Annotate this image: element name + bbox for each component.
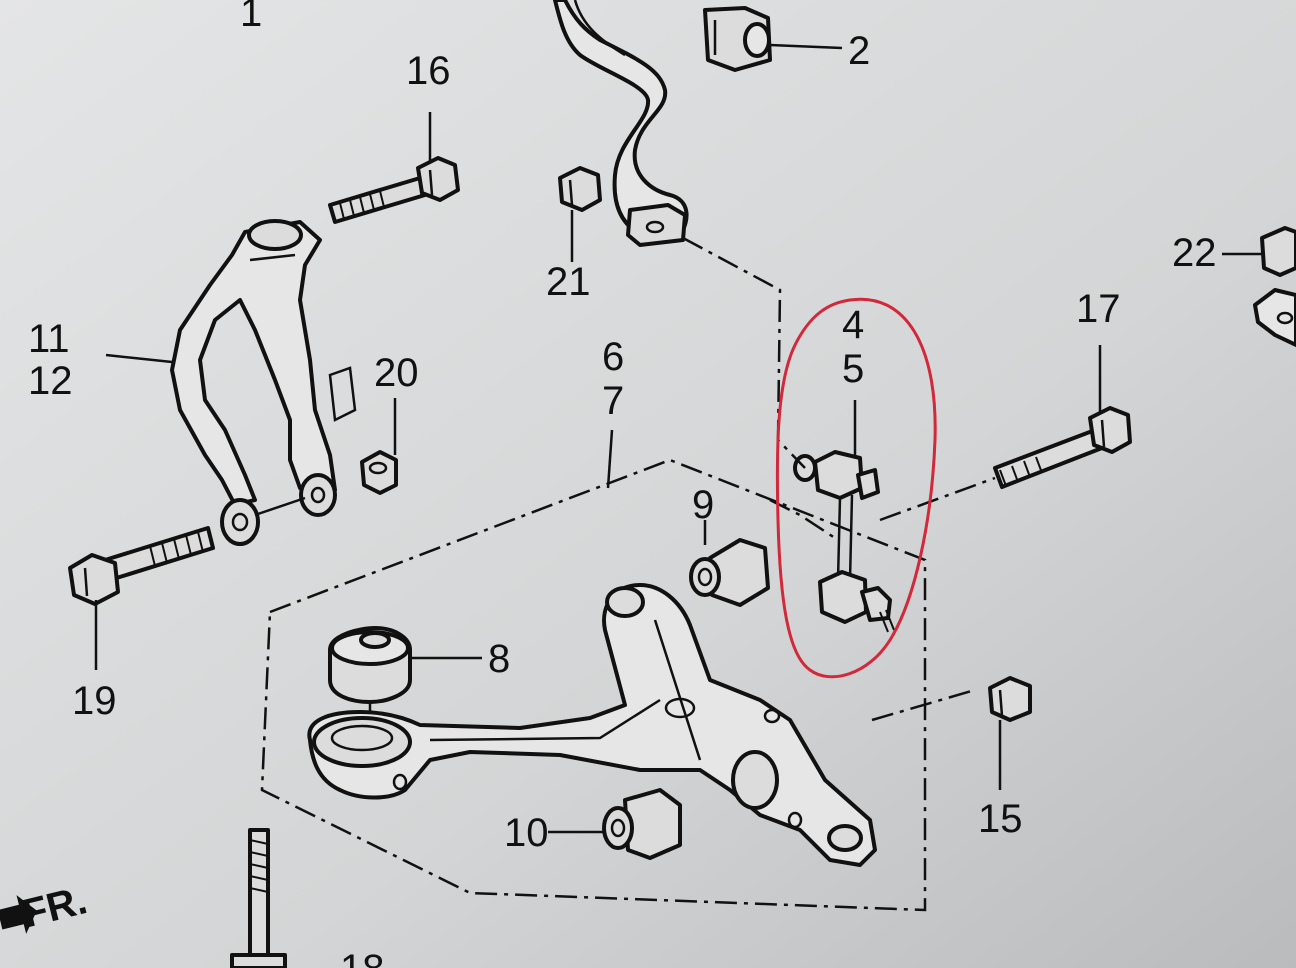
bracket-22	[1253, 226, 1296, 347]
bolt-16	[328, 156, 460, 224]
label-7: 7	[602, 379, 624, 423]
highlight-circle	[775, 297, 937, 679]
fork-11-12	[170, 219, 357, 546]
label-20: 20	[374, 351, 419, 395]
label-9: 9	[692, 483, 714, 527]
assembly-outline	[260, 458, 927, 912]
leader-lines	[94, 43, 1262, 834]
label-10: 10	[504, 811, 549, 855]
bolt-18	[230, 828, 287, 968]
label-8: 8	[488, 637, 510, 681]
label-5: 5	[842, 347, 864, 391]
label-17: 17	[1076, 287, 1121, 331]
bushing-8	[328, 626, 412, 704]
stabilizer-link-4-5	[793, 450, 895, 633]
label-12: 12	[28, 359, 73, 403]
label-16: 16	[406, 49, 451, 93]
nut-21	[558, 166, 602, 212]
bolt-17	[993, 406, 1132, 489]
label-18: 18	[340, 947, 385, 968]
bushing-9	[689, 538, 770, 607]
label-6: 6	[602, 335, 624, 379]
nut-15	[988, 676, 1032, 722]
lower-arm-6-7	[307, 583, 877, 867]
bushing-10	[602, 788, 682, 860]
label-2: 2	[848, 29, 870, 73]
label-1: 1	[240, 0, 262, 35]
stabilizer-bushing	[703, 6, 772, 72]
label-19: 19	[72, 679, 117, 723]
label-4: 4	[842, 303, 864, 347]
label-21: 21	[546, 260, 591, 304]
label-15: 15	[978, 797, 1023, 841]
label-11: 11	[28, 317, 70, 361]
nut-20	[360, 450, 398, 495]
stabilizer-end-bushing	[626, 203, 687, 247]
bolt-19	[68, 526, 215, 606]
label-22: 22	[1172, 231, 1217, 275]
